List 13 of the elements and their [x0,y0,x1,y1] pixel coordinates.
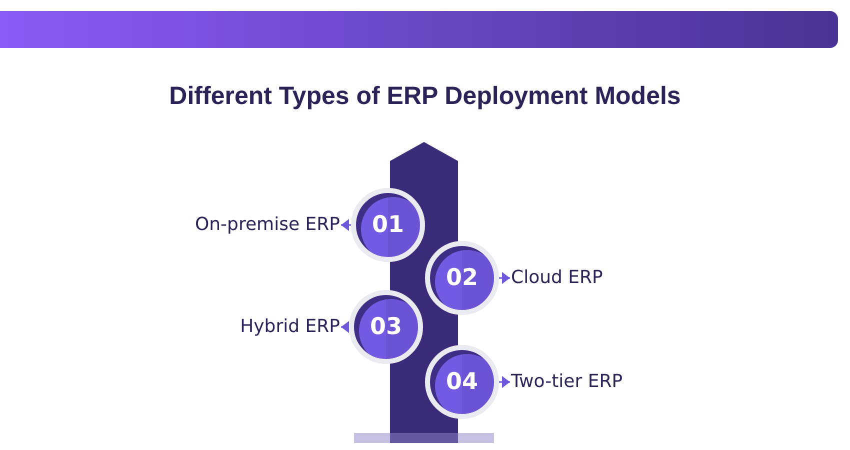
number-circle: 02 [425,241,499,315]
title: Different Types of ERP Deployment Models [169,81,681,112]
number-circle: 03 [349,290,423,364]
number-circle: 01 [351,188,425,262]
item-label: On-premise ERP [194,213,340,237]
arrow [499,376,510,388]
item-label: Hybrid ERP [240,315,340,339]
item-label: Cloud ERP [511,266,603,290]
arrow [499,272,510,284]
number-circle: 04 [425,345,499,419]
arrow [341,321,349,333]
item-label: Two-tier ERP [511,370,623,394]
arrow [341,219,351,231]
